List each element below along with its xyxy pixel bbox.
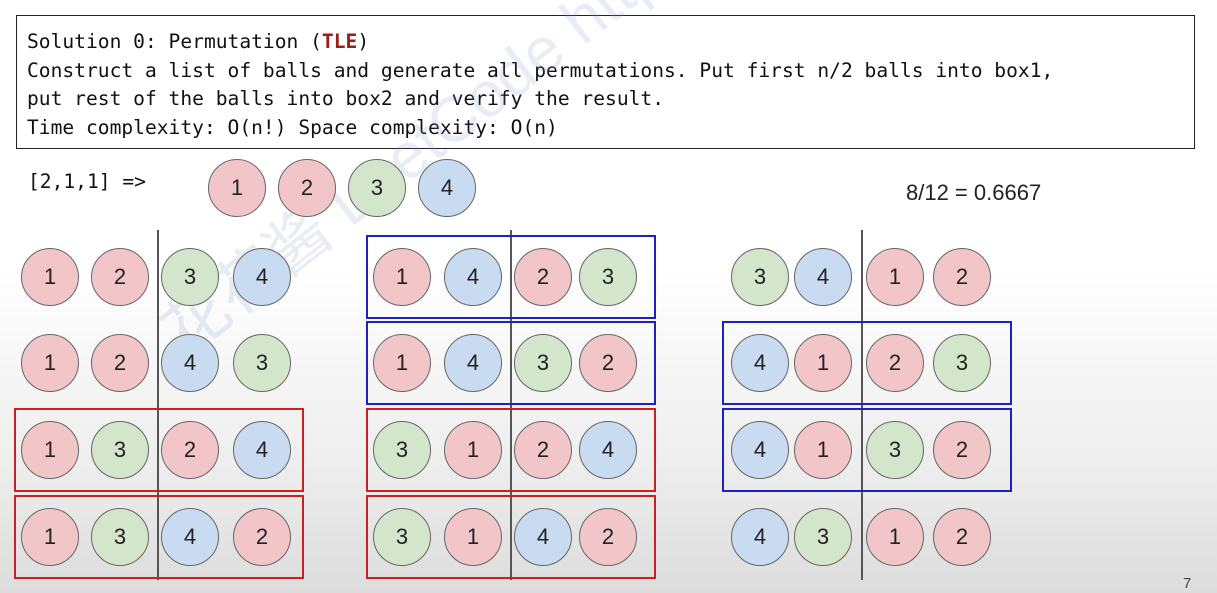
permutation-ball: 3 — [373, 421, 431, 479]
blue-highlight-box — [366, 235, 656, 319]
permutation-ball: 3 — [161, 248, 219, 306]
red-highlight-box — [14, 408, 304, 492]
permutation-ball: 3 — [933, 334, 991, 392]
permutation-ball: 3 — [731, 248, 789, 306]
blue-highlight-box — [722, 321, 1012, 405]
permutation-ball: 4 — [161, 508, 219, 566]
input-label: [2,1,1] => — [28, 170, 146, 193]
permutation-ball: 4 — [794, 248, 852, 306]
blue-highlight-box — [722, 408, 1012, 492]
tle-tag: TLE — [321, 30, 358, 53]
solution-title: Solution 0: Permutation (TLE) — [27, 28, 1194, 57]
permutation-ball: 2 — [161, 421, 219, 479]
permutation-ball: 3 — [233, 334, 291, 392]
permutation-ball: 3 — [91, 508, 149, 566]
solution-title-close: ) — [357, 30, 370, 53]
permutation-ball: 2 — [514, 421, 572, 479]
box-divider-line — [157, 230, 159, 580]
page-number: 7 — [1183, 575, 1192, 592]
solution-description-box: Solution 0: Permutation (TLE) Construct … — [16, 15, 1195, 149]
permutation-ball: 2 — [91, 334, 149, 392]
box-divider-line — [861, 230, 863, 580]
permutation-ball: 2 — [579, 334, 637, 392]
description-line-2: put rest of the balls into box2 and veri… — [27, 87, 665, 110]
permutation-ball: 2 — [514, 248, 572, 306]
legend-ball: 4 — [418, 159, 476, 217]
permutation-ball: 1 — [444, 421, 502, 479]
red-highlight-box — [366, 495, 656, 579]
permutation-ball: 1 — [21, 421, 79, 479]
permutation-ball: 3 — [91, 421, 149, 479]
permutation-ball: 2 — [233, 508, 291, 566]
permutation-ball: 4 — [161, 334, 219, 392]
permutation-ball: 1 — [866, 248, 924, 306]
permutation-ball: 1 — [21, 508, 79, 566]
permutation-ball: 1 — [444, 508, 502, 566]
permutation-ball: 2 — [933, 248, 991, 306]
permutation-ball: 4 — [731, 508, 789, 566]
description-line-1: Construct a list of balls and generate a… — [27, 58, 1054, 82]
solution-title-text: Solution 0: Permutation ( — [27, 30, 322, 53]
permutation-ball: 4 — [233, 421, 291, 479]
permutation-ball: 2 — [866, 334, 924, 392]
permutation-ball: 4 — [731, 421, 789, 479]
blue-highlight-box — [366, 321, 656, 405]
complexity-line: Time complexity: O(n!) Space complexity:… — [27, 115, 558, 139]
permutation-ball: 1 — [794, 334, 852, 392]
box-divider-line — [510, 230, 512, 580]
red-highlight-box — [366, 408, 656, 492]
permutation-ball: 1 — [373, 248, 431, 306]
permutation-ball: 2 — [91, 248, 149, 306]
permutation-ball: 3 — [373, 508, 431, 566]
probability-ratio: 8/12 = 0.6667 — [906, 180, 1042, 205]
permutation-ball: 3 — [794, 508, 852, 566]
permutation-ball: 1 — [21, 248, 79, 306]
permutation-ball: 1 — [373, 334, 431, 392]
permutation-ball: 3 — [866, 421, 924, 479]
permutation-ball: 2 — [933, 508, 991, 566]
permutation-ball: 4 — [444, 248, 502, 306]
permutation-ball: 4 — [444, 334, 502, 392]
permutation-ball: 4 — [731, 334, 789, 392]
permutation-ball: 4 — [514, 508, 572, 566]
permutation-ball: 1 — [21, 334, 79, 392]
legend-ball: 3 — [348, 159, 406, 217]
legend-ball: 2 — [278, 159, 336, 217]
permutation-ball: 3 — [514, 334, 572, 392]
permutation-ball: 1 — [794, 421, 852, 479]
permutation-ball: 4 — [233, 248, 291, 306]
legend-ball: 1 — [208, 159, 266, 217]
permutation-ball: 2 — [579, 508, 637, 566]
permutation-ball: 4 — [579, 421, 637, 479]
permutation-ball: 3 — [579, 248, 637, 306]
red-highlight-box — [14, 495, 304, 579]
permutation-ball: 1 — [866, 508, 924, 566]
permutation-ball: 2 — [933, 421, 991, 479]
